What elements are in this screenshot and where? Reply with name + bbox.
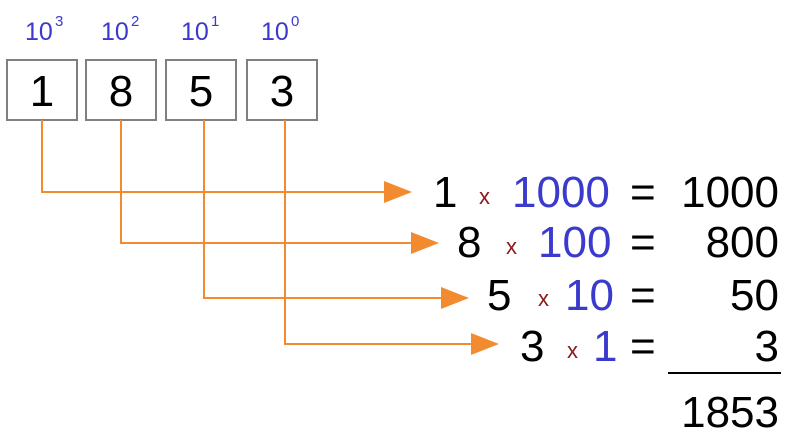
power-label-tens: 10 1 [181,13,219,46]
equation-result-ones: 3 [755,322,779,371]
power-exponent-ones: 0 [291,13,299,30]
power-base-tens: 10 [181,18,209,46]
digit-boxes: 1 8 5 3 [6,59,318,121]
equation-digit-tens: 5 [487,271,511,320]
digit-box-frame-hundreds [85,59,157,121]
arrow-line-ones [284,120,475,345]
equation-digit-hundreds: 8 [457,218,481,267]
power-exponent-hundreds: 2 [131,13,139,30]
equation-equals-tens: = [630,271,656,320]
power-exponent-tens: 1 [211,13,219,30]
equation-times-sign-hundreds: x [506,234,517,259]
digit-box-frame-ones [246,59,318,121]
equation-digit-ones: 3 [520,322,544,371]
arrow-line-hundreds [120,120,415,244]
digit-tens: 5 [189,67,213,116]
expansion-equations: 1 x 1000 = 1000 8 x 100 = 800 5 x 10 = 5… [433,168,779,371]
connector-arrows [41,120,499,355]
equation-row-hundreds: 8 x 100 = 800 [457,218,779,267]
equation-times-sign-tens: x [538,286,549,311]
arrow-head-tens [441,287,469,309]
arrow-head-thousands [384,181,412,203]
equation-row-thousands: 1 x 1000 = 1000 [433,168,779,217]
power-base-ones: 10 [261,18,289,46]
arrow-head-ones [471,333,499,355]
equation-times-sign-thousands: x [479,184,490,209]
sum-total: 1853 [681,388,779,437]
equation-equals-hundreds: = [630,218,656,267]
equation-row-tens: 5 x 10 = 50 [487,271,779,320]
digit-box-hundreds: 8 [85,59,157,121]
power-label-thousands: 10 3 [25,13,63,46]
digit-box-tens: 5 [165,59,237,121]
equation-place-value-ones: 1 [593,322,617,371]
power-label-hundreds: 10 2 [101,13,139,46]
equation-result-tens: 50 [730,271,779,320]
equation-equals-ones: = [630,322,656,371]
equation-digit-thousands: 1 [433,168,457,217]
equation-times-sign-ones: x [567,338,578,363]
equation-result-hundreds: 800 [706,218,779,267]
digit-ones: 3 [270,67,294,116]
digit-box-frame-thousands [6,59,78,121]
power-labels: 10 3 10 2 10 1 10 0 [25,13,299,46]
equation-result-thousands: 1000 [681,168,779,217]
equation-equals-thousands: = [630,168,656,217]
digit-box-frame-tens [165,59,237,121]
digit-hundreds: 8 [109,67,133,116]
arrow-line-tens [203,120,445,299]
equation-row-ones: 3 x 1 = 3 [520,322,779,371]
power-base-thousands: 10 [25,18,53,46]
power-label-ones: 10 0 [261,13,299,46]
arrow-line-thousands [41,120,388,193]
digit-box-ones: 3 [246,59,318,121]
power-base-hundreds: 10 [101,18,129,46]
arrow-head-hundreds [411,232,439,254]
equation-place-value-thousands: 1000 [512,168,610,217]
digit-thousands: 1 [30,67,54,116]
equation-place-value-tens: 10 [565,271,614,320]
power-exponent-thousands: 3 [55,13,63,30]
equation-place-value-hundreds: 100 [538,218,611,267]
digit-box-thousands: 1 [6,59,78,121]
